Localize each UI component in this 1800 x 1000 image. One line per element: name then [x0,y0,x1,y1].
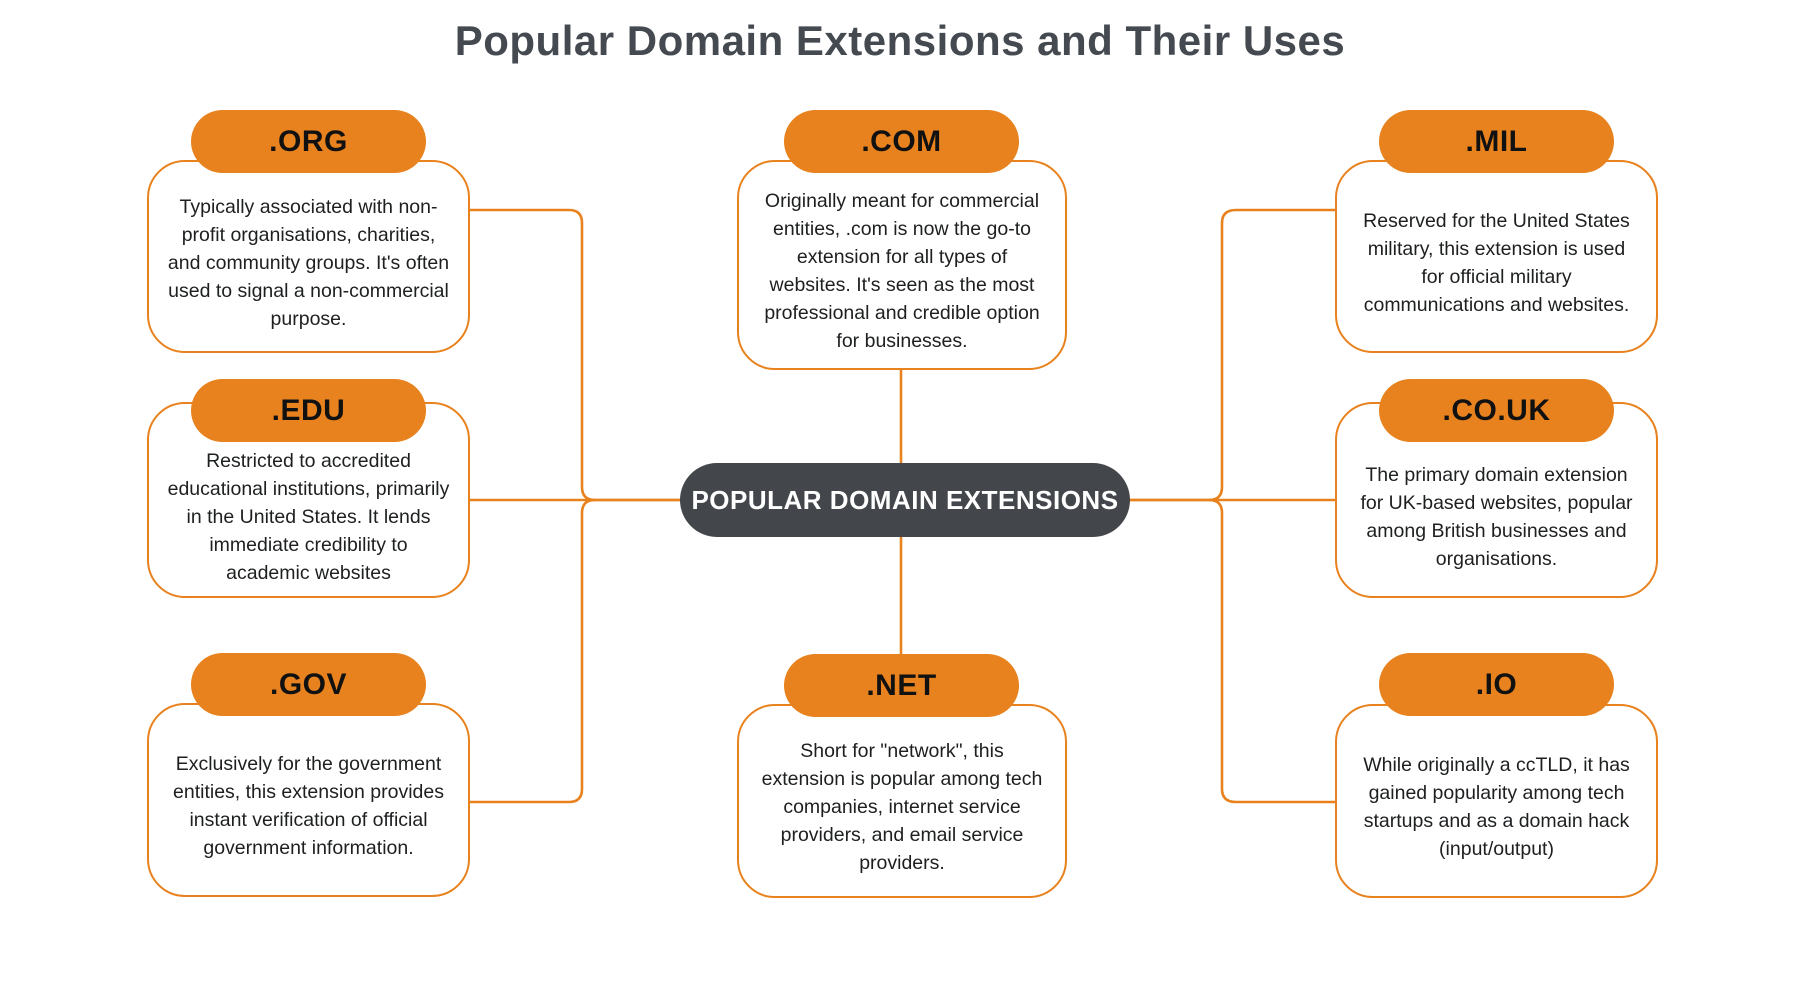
edu-description: Restricted to accredited educational ins… [147,402,470,598]
edu-pill-label: .EDU [191,379,426,442]
com-pill-label: .COM [784,110,1019,173]
connector-io [1208,498,1335,804]
com-description: Originally meant for commercial entities… [737,160,1067,370]
net-pill-label: .NET [784,654,1019,717]
central-node: POPULAR DOMAIN EXTENSIONS [680,463,1130,537]
net-description: Short for "network", this extension is p… [737,704,1067,898]
io-pill-label: .IO [1379,653,1614,716]
connector-gov [470,498,596,804]
diagram-title: Popular Domain Extensions and Their Uses [454,17,1346,64]
gov-description: Exclusively for the government entities,… [147,703,470,897]
mil-description: Reserved for the United States military,… [1335,160,1658,353]
gov-pill-label: .GOV [191,653,426,716]
couk-pill-label: .CO.UK [1379,379,1614,442]
connector-mil [1128,208,1335,502]
connector-org [470,208,682,502]
org-description: Typically associated with non-profit org… [147,160,470,353]
mil-pill-label: .MIL [1379,110,1614,173]
org-pill-label: .ORG [191,110,426,173]
io-description: While originally a ccTLD, it has gained … [1335,704,1658,898]
